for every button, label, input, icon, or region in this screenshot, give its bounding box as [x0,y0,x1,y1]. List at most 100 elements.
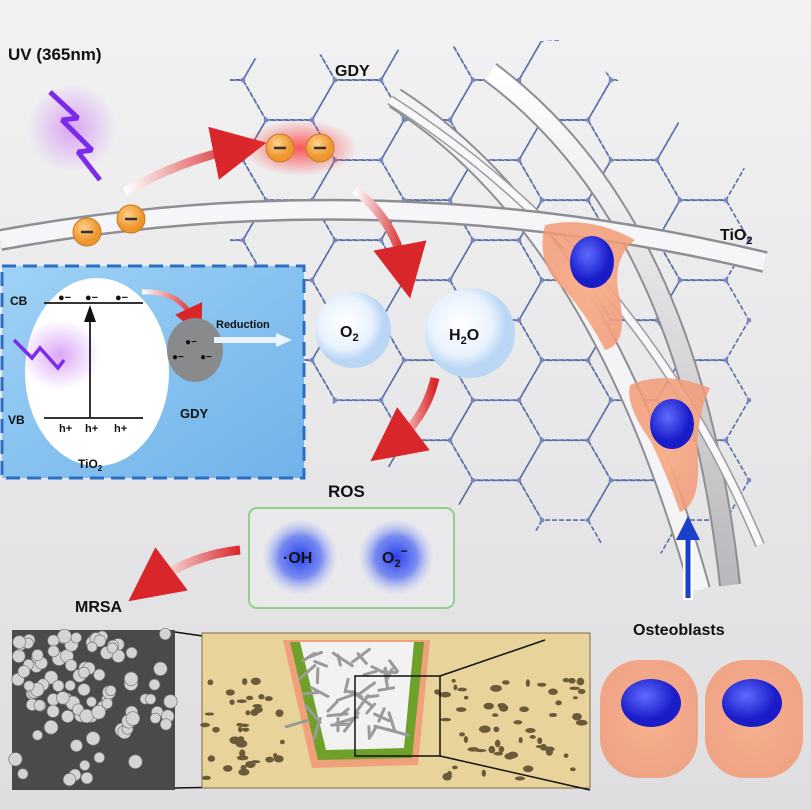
bone-pore [563,753,569,758]
bone-pore [204,712,215,716]
scaffold-fiber [367,725,371,740]
gdy-node [723,40,729,43]
reduction-arrow [276,333,292,347]
bone-pore [569,686,580,690]
mrsa-bacterium [148,678,161,691]
gdy-node [447,117,453,123]
gdy-node [539,518,545,523]
gdy-node [309,40,315,43]
bone-pore [529,735,536,739]
gdy-hexagon [518,359,612,441]
arrow-to-mrsa [128,545,241,602]
bone-pore [493,751,504,756]
gdy-node [172,118,176,122]
bone-pore [253,706,263,713]
gdy-node [609,0,613,2]
gdy-node [539,198,545,203]
gdy-electron: ●− [185,337,197,348]
gdy-node [677,40,683,43]
bone-pore [236,755,249,761]
gdy-node [401,278,407,283]
gdy-node [746,77,752,83]
bone-pore [490,684,502,692]
gdy-node [539,438,545,443]
gdy-node [471,0,475,2]
mrsa-bacterium [62,773,77,787]
scaffold-fiber [369,725,378,738]
gdy-node [677,117,683,123]
gdy-node [539,40,545,43]
mrsa-bacterium [85,731,101,746]
nucleus [621,679,681,727]
gdy-node [585,357,591,363]
osteoblasts-label: Osteoblasts [633,622,725,639]
bone-pore [525,679,530,687]
gdy-node [516,398,522,403]
gdy-hexagon [518,439,612,521]
mrsa-bacterium [78,666,90,679]
gdy-node [585,117,591,123]
mrsa-bacterium [93,668,106,681]
gdy-node [539,358,545,363]
hole: h+ [114,423,127,435]
mrsa-bacterium [86,641,98,653]
gdy-node [447,277,453,283]
bone-pore [229,699,235,705]
gdy-node [585,40,591,43]
reduction-label: Reduction [216,319,270,331]
gdy-node [172,518,176,522]
bone-pore [457,687,468,692]
scaffold-fiber [383,667,390,690]
scaffold-fiber [302,690,320,696]
bone-pore [236,723,244,727]
electron-glow [242,120,358,176]
mrsa-sem-image [8,627,178,790]
gdy-node [654,158,660,163]
mrsa-bacterium [128,754,143,769]
scaffold-fiber [298,663,317,681]
mrsa-label: MRSA [75,599,123,616]
bone-pore [265,756,274,763]
bone-pore [225,689,235,696]
gdy-node [378,478,384,483]
inset-tio2-label: TiO2 [78,457,103,473]
mrsa-bacterium [43,719,59,735]
gdy-node [309,438,315,443]
gdy-node [746,157,752,163]
gdy-node [677,198,683,203]
bone-pore [207,679,214,686]
bone-pore [242,727,250,732]
gdy-electron: ●− [172,352,184,363]
bone-pore [481,769,486,777]
gdy-node [401,118,407,123]
mrsa-bacterium [23,680,35,692]
gdy-node [516,158,522,163]
bone-pore [525,727,536,734]
scaffold-fiber [373,724,398,734]
bone-pore [474,749,487,753]
tio2-label: TiO2 [720,227,753,247]
gdy-node [172,38,176,42]
gdy-node [263,118,269,123]
bone-pore [207,755,216,762]
mrsa-bacterium [47,645,60,658]
mrsa-bacterium [93,751,105,764]
scaffold-fiber [362,669,378,677]
gdy-node [608,478,614,483]
scaffold-fiber [330,722,351,727]
bone-pore [264,696,273,702]
mrsa-bacterium [125,711,141,726]
bone-pore [494,739,501,748]
gdy-node [332,78,338,83]
gdy-hexagon [656,119,750,201]
scaffold-fiber [343,677,350,694]
gdy-hexagon [656,40,750,121]
mrsa-bacterium [159,718,172,731]
bone-pore [251,760,261,764]
gdy-hexagon [587,40,681,81]
inset-electron: ●− [58,292,71,304]
mrsa-bacterium [70,632,82,644]
bone-pore [577,688,586,695]
gdy-node [378,398,384,403]
